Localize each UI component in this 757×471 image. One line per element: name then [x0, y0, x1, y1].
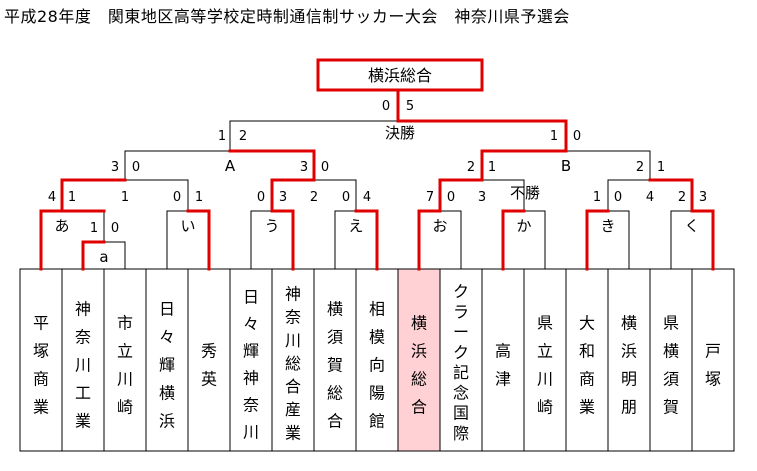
team-name: 大和商業 — [579, 313, 595, 416]
score-semifinal: 2 — [239, 129, 247, 144]
score-quarterfinal: 0 — [321, 160, 329, 175]
score-round16: 0 — [173, 190, 181, 205]
team-name: クラーク記念国際 — [453, 282, 469, 443]
winner-path — [270, 209, 295, 271]
team-highlight — [398, 269, 440, 451]
score-quarterfinal: 2 — [467, 160, 475, 175]
winner-path — [396, 119, 568, 153]
team-name: 平塚商業 — [33, 313, 49, 416]
team-name: 横浜総合 — [411, 313, 427, 416]
score-round16: 1 — [195, 190, 203, 205]
team-name: 相模向陽館 — [369, 299, 385, 430]
team-name: 日々輝横浜 — [159, 299, 175, 430]
winner-path — [60, 178, 127, 213]
page-title: 平成28年度 関東地区高等学校定時制通信制サッカー大会 神奈川県予選会 — [4, 7, 570, 26]
group-label: A — [225, 157, 236, 175]
final-label: 決勝 — [385, 124, 415, 142]
team-name: 市立川崎 — [117, 313, 133, 416]
team-name: 県立川崎 — [537, 313, 553, 416]
score-round16: 2 — [310, 190, 318, 205]
bracket-line — [124, 150, 315, 180]
score-semifinal: 1 — [218, 129, 226, 144]
winner-path — [39, 209, 106, 271]
team-name: 高津 — [495, 341, 511, 388]
score-round16: 1 — [68, 190, 76, 205]
winner-path — [585, 209, 610, 271]
winner-path — [690, 209, 715, 271]
pool-label: く — [684, 217, 699, 235]
score-round16: 4 — [48, 190, 56, 205]
score-preliminary: 0 — [111, 221, 119, 236]
group-label: B — [561, 157, 571, 175]
champion-name: 横浜総合 — [368, 66, 432, 85]
score-round16: 7 — [426, 190, 434, 205]
team-name: 日々輝神奈川 — [243, 288, 259, 442]
team-name: 戸塚 — [705, 341, 721, 388]
score-round16: 4 — [363, 190, 371, 205]
score-preliminary: 1 — [90, 221, 98, 236]
score-round16: 2 — [678, 190, 686, 205]
score-round16: 1 — [121, 190, 129, 205]
score-quarterfinal: 3 — [111, 160, 119, 175]
winner-path — [501, 209, 526, 271]
score-round16: 0 — [257, 190, 265, 205]
winner-path — [438, 178, 484, 213]
bracket-line — [40, 210, 105, 269]
score-semifinal: 0 — [573, 129, 581, 144]
team-name: 県横須賀 — [663, 313, 679, 416]
team-name: 神奈川総合産業 — [285, 285, 301, 443]
score-round16: 4 — [646, 190, 654, 205]
score-quarterfinal: 0 — [132, 160, 140, 175]
score-round16: 0 — [342, 190, 350, 205]
pool-label: か — [516, 217, 531, 235]
winner-path — [81, 240, 106, 271]
team-name: 神奈川工業 — [75, 299, 91, 430]
score-quarterfinal: 1 — [488, 160, 496, 175]
team-name: 秀英 — [201, 341, 217, 388]
score-round16: 1 — [593, 190, 601, 205]
pool-label: あ — [54, 217, 69, 235]
pool-label: え — [348, 217, 363, 235]
score-round16: 3 — [699, 190, 707, 205]
score-round16: 0 — [614, 190, 622, 205]
score-semifinal: 1 — [550, 129, 558, 144]
winner-path — [417, 209, 442, 271]
champion-box — [316, 58, 484, 92]
score-round16: 0 — [447, 190, 455, 205]
winner-path — [186, 209, 211, 271]
pool-label: a — [99, 248, 108, 266]
score-final: 5 — [406, 99, 414, 114]
team-name: 横浜明朋 — [621, 313, 637, 416]
score-quarterfinal: 2 — [636, 160, 644, 175]
score-round16: 3 — [279, 190, 287, 205]
score-round16: 3 — [478, 190, 486, 205]
score-final: 0 — [382, 99, 390, 114]
pool-label: き — [600, 217, 615, 235]
winner-path — [480, 149, 568, 182]
team-name: 横須賀総合 — [327, 299, 343, 430]
third-place-label: 不勝 — [510, 184, 540, 202]
pool-label: う — [264, 217, 279, 235]
winner-path — [648, 178, 694, 213]
score-quarterfinal: 3 — [300, 160, 308, 175]
pool-label: お — [432, 217, 447, 235]
winner-path — [354, 209, 379, 271]
pool-label: い — [180, 217, 195, 235]
winner-path — [228, 149, 316, 182]
winner-path — [270, 178, 316, 213]
score-quarterfinal: 1 — [657, 160, 665, 175]
